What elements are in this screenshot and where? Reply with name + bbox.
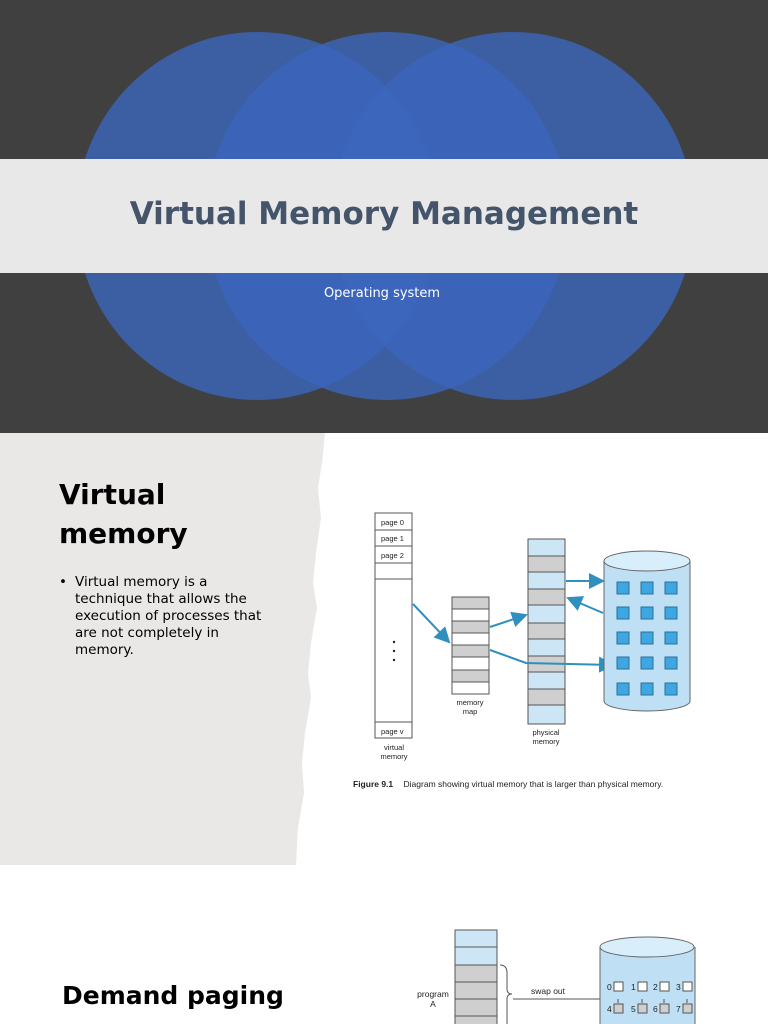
slide-subtitle: Operating system: [323, 286, 441, 301]
page-label: page 0: [381, 518, 404, 527]
figure-caption: Figure 9.1 Diagram showing virtual memor…: [353, 779, 663, 789]
mapping-arrows: [412, 573, 615, 673]
torn-paper-panel: [0, 433, 325, 865]
memory-column: [454, 929, 498, 1024]
page-label: page v: [381, 727, 404, 736]
demand-paging-diagram: program program A swap out 0 1 2 3 4 5 6…: [417, 929, 696, 1024]
caption-text: Diagram showing virtual memory that is l…: [404, 779, 664, 789]
bullet-list: • Virtual memory is a technique that allo…: [59, 574, 269, 659]
bullet-text: Virtual memory is a technique that allow…: [75, 574, 262, 658]
section-heading: Virtual memory: [59, 478, 188, 550]
svg-text:0: 0: [607, 982, 612, 992]
section-heading: Demand paging: [62, 981, 284, 1010]
svg-text:6: 6: [653, 1004, 658, 1014]
svg-text:1: 1: [631, 982, 636, 992]
disk-icon: [603, 550, 691, 712]
svg-text:3: 3: [676, 982, 681, 992]
demand-paging-slide: Demand paging program program A swap out…: [0, 865, 768, 1024]
swap-out-label: swap out: [531, 986, 566, 996]
svg-text:7: 7: [676, 1004, 681, 1014]
program-name-label: A: [430, 999, 436, 1009]
svg-text:5: 5: [631, 1004, 636, 1014]
virtual-memory-slide: Virtual memory • Virtual memory is a tech…: [0, 433, 768, 865]
page-label: page 2: [381, 551, 404, 560]
svg-text:2: 2: [653, 982, 658, 992]
title-band: [0, 159, 768, 273]
svg-text:4: 4: [607, 1004, 612, 1014]
bullet-item: • Virtual memory is a technique that allo…: [59, 574, 269, 659]
caption-label: Figure 9.1: [353, 779, 393, 789]
slide-title: Virtual Memory Management: [129, 196, 639, 232]
disk-icon: 0 1 2 3 4 5 6 7: [599, 936, 696, 1024]
page-label: page 1: [381, 534, 404, 543]
bullet-dot: •: [59, 574, 67, 590]
title-slide: Virtual Memory Management Operating syst…: [0, 0, 768, 433]
program-label: program: [417, 989, 449, 999]
